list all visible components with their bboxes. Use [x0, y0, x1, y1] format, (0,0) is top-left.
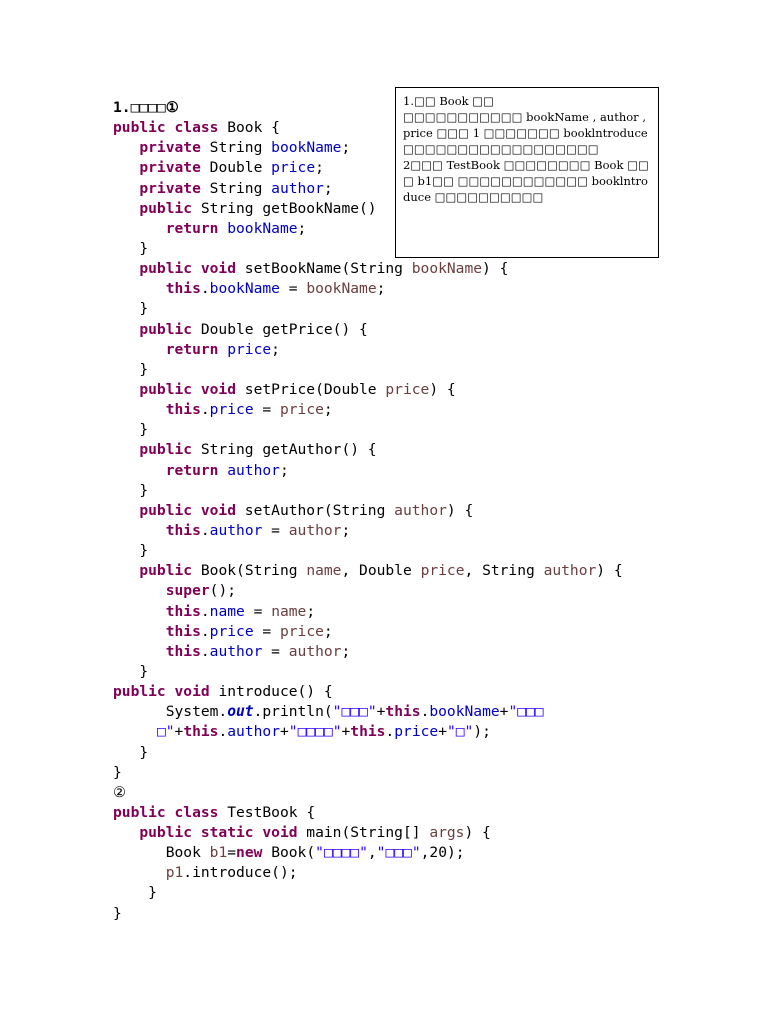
- code-line: public Double getPrice() {: [139, 320, 368, 338]
- code-line: }: [113, 763, 122, 781]
- code-line: }: [113, 360, 149, 378]
- code-line: public class Book {: [113, 119, 280, 137]
- code-line: private String bookName;: [139, 139, 351, 157]
- code-heading: 1.□□□□①: [113, 98, 623, 118]
- code-line: }: [113, 542, 149, 560]
- code-line: }: [113, 884, 157, 902]
- code-line: public void setPrice(Double price) {: [139, 380, 456, 398]
- code-line: private Double price;: [139, 159, 324, 177]
- code-line: this.name = name;: [165, 602, 316, 620]
- code-line: □"+this.author+"□□□□"+this.price+"□");: [156, 723, 491, 741]
- code-line: public Book(String name, Double price, S…: [139, 562, 623, 580]
- code-line: this.author = author;: [165, 521, 351, 539]
- code-line: public class TestBook {: [113, 803, 316, 821]
- code-line: this.author = author;: [165, 642, 351, 660]
- note-line-2: □□□□□□□□□□□ bookName , author , price □□…: [403, 110, 648, 156]
- code-line: }: [113, 239, 149, 257]
- note-line-1: 1.□□ Book □□: [403, 94, 495, 108]
- code-line: System.out.println("□□□"+this.bookName+"…: [113, 703, 544, 721]
- code-line: this.bookName = bookName;: [165, 280, 386, 298]
- instruction-box: 1.□□ Book □□ □□□□□□□□□□□ bookName , auth…: [395, 87, 659, 258]
- code-line: private String author;: [139, 179, 333, 197]
- code-line: public String getAuthor() {: [139, 441, 377, 459]
- code-line: public void introduce() {: [113, 683, 333, 701]
- code-line: public void setAuthor(String author) {: [139, 501, 474, 519]
- heading-text: 1.□□□□: [113, 99, 166, 116]
- code-line: }: [113, 300, 149, 318]
- code-line: public void setBookName(String bookName)…: [139, 260, 509, 278]
- code-line: }: [113, 904, 122, 922]
- code-line: return author;: [165, 461, 289, 479]
- code-line: }: [113, 662, 149, 680]
- code-line: super();: [165, 582, 237, 600]
- code-listing: 1.□□□□① public class Book { private Stri…: [113, 98, 623, 924]
- code-line: ②: [113, 783, 623, 803]
- code-line: Book b1=new Book("□□□□","□□□",20);: [165, 844, 465, 862]
- code-line: this.price = price;: [165, 622, 333, 640]
- code-line: }: [113, 481, 149, 499]
- code-line: }: [113, 743, 149, 761]
- code-line: public String getBookName(): [139, 199, 377, 217]
- code-line: p1.introduce();: [165, 864, 298, 882]
- marker-one: ①: [165, 99, 179, 116]
- code-line: return price;: [165, 340, 280, 358]
- code-line: this.price = price;: [165, 401, 333, 419]
- note-line-3: 2□□□ TestBook □□□□□□□□ Book □□□ b1□□ □□□…: [403, 158, 649, 204]
- code-line: return bookName;: [165, 219, 307, 237]
- code-line: public static void main(String[] args) {: [139, 824, 491, 842]
- code-line: }: [113, 421, 149, 439]
- marker-two: ②: [113, 783, 127, 801]
